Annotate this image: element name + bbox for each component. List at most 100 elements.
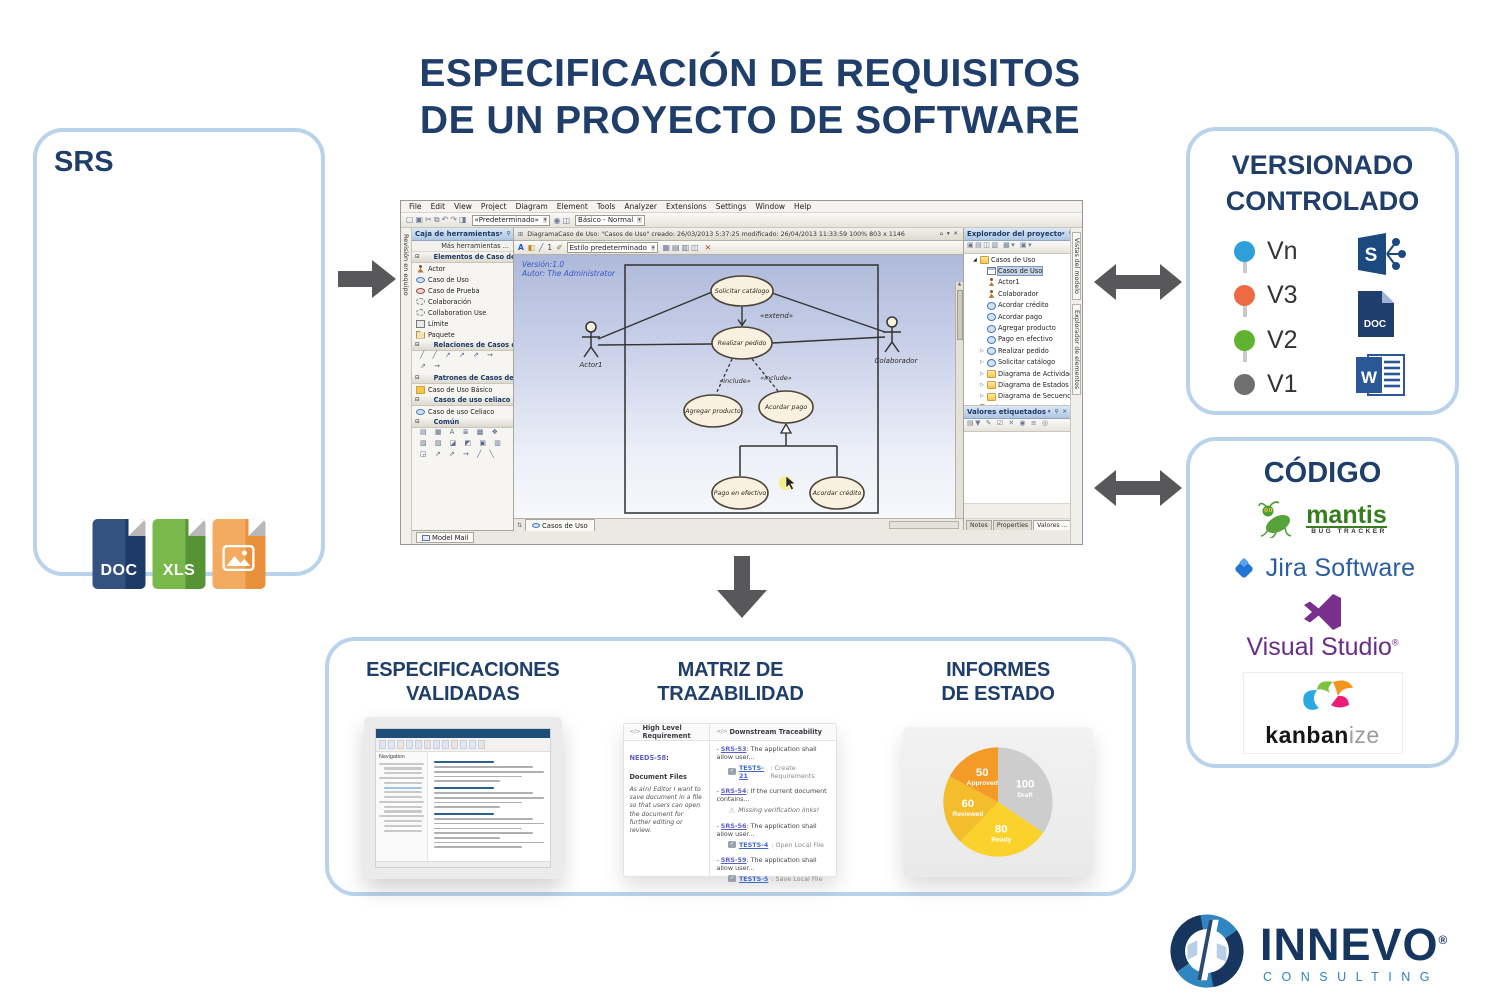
toolbox-row[interactable]: ╱ ╱ ↗ ↗ ⇗ ⇝: [420, 351, 497, 359]
panel-controls-icon[interactable]: ▾ ⚲ ✕: [499, 231, 513, 237]
toolbox-row[interactable]: Caso de uso Celiaco: [412, 406, 513, 417]
canvas-hscrollbar[interactable]: [889, 521, 959, 529]
tree-item[interactable]: Actor1: [964, 277, 1071, 288]
tab-explorador-elementos[interactable]: Explorador de elementos: [1072, 303, 1081, 396]
word-ribbon: [375, 738, 550, 752]
more-tools-link[interactable]: Más herramientas ...: [412, 241, 513, 252]
tree-item[interactable]: Diagrama de Secuenci: [964, 391, 1071, 402]
menu-item[interactable]: Edit: [430, 202, 446, 211]
menu-item[interactable]: Element: [556, 202, 588, 211]
toolbox-row[interactable]: Collaboration Use: [412, 307, 513, 318]
toolbox-row[interactable]: Colaboración: [412, 296, 513, 307]
expander-icon[interactable]: [980, 359, 987, 365]
tree-item[interactable]: Diagramas Estructurales: [964, 402, 1071, 405]
menu-item[interactable]: Window: [755, 202, 786, 211]
toolbox-row[interactable]: Actor: [412, 263, 513, 274]
traceability-matrix-thumbnail: </>High Level Requirement </>Downstream …: [623, 723, 838, 883]
srs-link[interactable]: SRS-59: [720, 856, 747, 864]
tree-item[interactable]: Agregar producto: [964, 322, 1071, 333]
menu-item[interactable]: View: [454, 202, 472, 211]
toolbox-row[interactable]: ◲ ↗ ⇗ ⇝ ╱ ╲: [420, 450, 497, 458]
svg-text:Realizar pedido: Realizar pedido: [718, 340, 767, 347]
version-node: V1: [1234, 350, 1354, 408]
tab-valores[interactable]: Valores ...: [1033, 520, 1071, 530]
svg-text:80: 80: [995, 823, 1008, 835]
basic-normal-combo[interactable]: Básico - Normal▾: [575, 214, 645, 226]
expander-icon[interactable]: [980, 393, 987, 399]
tree-item[interactable]: Acordar pago: [964, 311, 1071, 322]
main-toolbar: ▢▣✂⧉↶↷◨ «Predeterminado»▾ ◉◫ Básico - No…: [401, 213, 1082, 228]
toolbox-row[interactable]: Patrones de Casos de Uso: [412, 373, 513, 384]
menu-item[interactable]: Settings: [715, 202, 747, 211]
word-titlebar: [375, 729, 550, 738]
menu-item[interactable]: Tools: [596, 202, 616, 211]
tree-item[interactable]: Acordar crédito: [964, 300, 1071, 311]
tagged-values-toolbar-icons[interactable]: ▤▼ ✎ ☑ ✕ ◉ ≡ ◎: [964, 419, 1071, 432]
tab-casos-de-uso[interactable]: Casos de Uso: [525, 519, 595, 531]
tab-vistas-del-modelo[interactable]: Vistas del modelo: [1072, 232, 1081, 300]
default-style-combo[interactable]: «Predeterminado»▾: [471, 214, 551, 226]
toolbox-row[interactable]: Caso de Uso: [412, 274, 513, 285]
tree-item[interactable]: Casos de Uso: [964, 265, 1071, 277]
expander-icon[interactable]: [973, 257, 980, 263]
pie-slice-draft: [998, 747, 1053, 833]
toolbox-row[interactable]: ▤ ▦ A ≣ ▩ ❖: [420, 428, 501, 436]
tab-properties[interactable]: Properties: [992, 520, 1033, 530]
toolbox-row[interactable]: ⇗ ⇝: [420, 362, 443, 370]
tab-model-mail[interactable]: Model Mail: [416, 532, 475, 543]
tree-item[interactable]: Diagrama de Actividad: [964, 368, 1071, 379]
tree-item[interactable]: Diagrama de Estados: [964, 379, 1071, 390]
menu-item[interactable]: File: [409, 202, 422, 211]
explorer-toolbar-icons[interactable]: ▣▤◫▥ ▦▾ ▣▾: [964, 241, 1071, 254]
menu-item[interactable]: Help: [794, 202, 812, 211]
toolbox-row[interactable]: Relaciones de Casos de Uso: [412, 340, 513, 351]
menu-item[interactable]: Analyzer: [624, 202, 657, 211]
tab-notes[interactable]: Notes: [966, 520, 992, 530]
toolbox-row[interactable]: Límite: [412, 318, 513, 329]
expander-icon[interactable]: [980, 382, 987, 388]
style-combo[interactable]: Estilo predeterminado▾: [566, 242, 659, 253]
tree-item-icon: [980, 256, 989, 265]
right-tab-strip: Vistas del modelo Explorador de elemento…: [1070, 228, 1082, 544]
toolbox-item-icon: [416, 330, 425, 339]
expander-icon[interactable]: [980, 371, 987, 377]
panel-controls-icon[interactable]: ▾ ⚲ ✕: [1061, 231, 1071, 237]
tree-item[interactable]: Realizar pedido: [964, 345, 1071, 356]
tree-item[interactable]: Solicitar catálogo: [964, 357, 1071, 368]
team-review-strip[interactable]: Revisión en equipo: [401, 228, 412, 544]
window-controls-icon[interactable]: ⌂ ▾ ✕: [939, 231, 959, 237]
toolbox-row[interactable]: Elementos de Caso de Uso: [412, 252, 513, 263]
toolbox-row[interactable]: Caso de Prueba: [412, 285, 513, 296]
tree-item[interactable]: Colaborador: [964, 288, 1071, 299]
tagged-values-area[interactable]: [964, 432, 1071, 504]
menu-item[interactable]: Extensions: [665, 202, 707, 211]
tree-item[interactable]: Casos de Uso: [964, 254, 1071, 265]
test-link[interactable]: TESTS-5: [738, 874, 769, 883]
format-toolbar[interactable]: A◧╱1✐ Estilo predeterminado▾ ▦▤▥◫✕: [514, 241, 963, 255]
canvas-vscrollbar[interactable]: [955, 282, 963, 518]
toolbox-row[interactable]: Común: [412, 417, 513, 428]
test-link[interactable]: TESTS-4: [738, 840, 769, 849]
menu-item[interactable]: Project: [480, 202, 507, 211]
needs-link[interactable]: NEEDS-58: [629, 754, 667, 762]
srs-heading: SRS: [54, 146, 114, 178]
toolbar-icons[interactable]: ▢▣✂⧉↶↷◨: [406, 215, 469, 224]
tree-item[interactable]: Pago en efectivo: [964, 334, 1071, 345]
diagram-canvas[interactable]: Versión:1.0 Autor: The Administrator «ex…: [514, 255, 963, 518]
srs-link[interactable]: SRS-53: [720, 745, 747, 753]
mantis-logo: mantis BUG TRACKER: [1190, 500, 1455, 538]
toolbox-row[interactable]: ▧ ▨ ◪ ◩ ▣ ▥: [420, 439, 504, 447]
version-dot-icon: [1234, 240, 1255, 262]
srs-link[interactable]: SRS-54: [720, 787, 747, 795]
toolbox-row[interactable]: Casos de uso celiaco: [412, 395, 513, 406]
toolbox-row[interactable]: Caso de Uso Básico: [412, 384, 513, 395]
kanbanize-logo: kanbanize: [1242, 672, 1403, 754]
toolbox-row[interactable]: Paquete: [412, 329, 513, 340]
expander-icon[interactable]: [980, 348, 987, 354]
toolbar-icons-2[interactable]: ◉◫: [553, 215, 573, 225]
diagram-tabbar[interactable]: ⊞ DiagramaCaso de Uso: "Casos de Uso" cr…: [514, 228, 963, 241]
srs-link[interactable]: SRS-56: [720, 822, 747, 830]
test-link[interactable]: TESTS-21: [738, 763, 764, 780]
menu-item[interactable]: Diagram: [515, 202, 548, 211]
